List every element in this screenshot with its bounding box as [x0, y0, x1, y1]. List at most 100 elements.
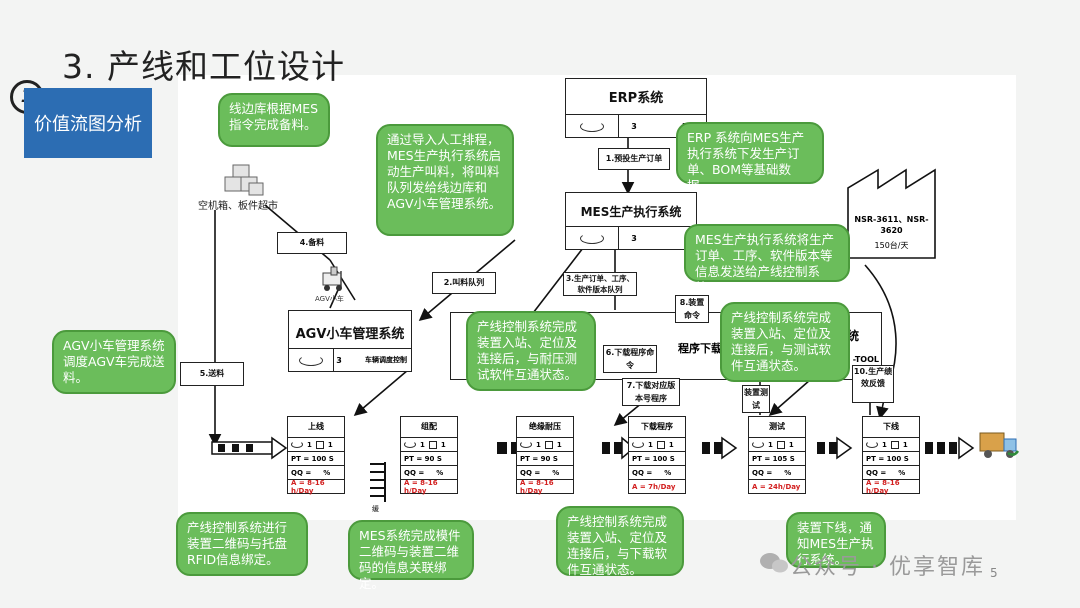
agv-label: 车辆调度控制 [365, 356, 407, 364]
process-qq: QQ = [632, 468, 653, 477]
process-pt: PT = 100 S [863, 452, 919, 466]
process-availability: A = 7h/Day [632, 482, 676, 491]
buffer-rack [370, 462, 386, 502]
process-q1: 1 [648, 440, 653, 449]
process-qq: QQ = [520, 468, 541, 477]
step9-label: 装置测试 [742, 385, 770, 413]
operator-icon [752, 441, 764, 448]
erp-qty: 3 [631, 121, 637, 131]
square-icon [890, 440, 899, 449]
step10-label: 10.生产绩效反馈 [852, 365, 894, 403]
callout-rfid-binding: 产线控制系统进行装置二维码与托盘RFID信息绑定。 [176, 512, 308, 576]
callout-insulation-test: 产线控制系统完成装置入站、定位及连接后，与耐压测试软件互通状态。 [466, 311, 596, 391]
mes-qty: 3 [631, 233, 637, 243]
mes-info-row: 3 [566, 226, 696, 249]
factory-icon [847, 168, 936, 259]
process-pct: % [664, 468, 672, 477]
process-q1: 1 [882, 440, 887, 449]
process-name: 上线 [288, 417, 344, 438]
operator-icon [404, 441, 416, 448]
process-pct: % [784, 468, 792, 477]
callout-stock-prep: 线边库根据MES指令完成备料。 [218, 93, 330, 147]
mes-title: MES生产执行系统 [580, 205, 682, 219]
process-qq: QQ = [404, 468, 425, 477]
operator-icon [520, 441, 532, 448]
wechat-icon [760, 553, 788, 573]
page-number: 5 [990, 566, 998, 580]
process-qq-row: QQ =% [629, 466, 685, 480]
agv-qty: 3 [336, 355, 342, 365]
process-availability: A = 24h/Day [752, 482, 801, 491]
warehouse-label: 空机箱、板件超市 [198, 201, 278, 212]
callout-agv-delivery: AGV小车管理系统调度AGV车完成送料。 [52, 330, 176, 394]
supplier-rate: 150台/天 [874, 241, 909, 250]
process-qq-row: QQ =% [517, 466, 573, 480]
shipping-truck-icon [979, 432, 1020, 458]
agv-title: AGV小车管理系统 [295, 327, 405, 342]
buffer-label: 缓 [372, 505, 379, 513]
process-q2: 1 [788, 440, 794, 449]
agv-car-label: AGV小车 [315, 295, 344, 303]
operator-icon [291, 441, 303, 448]
callout-mes-info: MES生产执行系统将生产订单、工序、软件版本等信息发送给产线控制系统。 [684, 224, 850, 295]
process-qq-row: QQ =% [863, 466, 919, 480]
process-qq-row: QQ =% [288, 466, 344, 480]
process-pt: PT = 90 S [517, 452, 573, 466]
process-availability: A = 8-16 h/Day [520, 478, 554, 495]
process-name: 下载程序 [629, 417, 685, 438]
operator-icon [632, 441, 644, 448]
program-download-label: 程序下载 [678, 342, 722, 355]
process-pt: PT = 90 S [401, 452, 457, 466]
process-q1: 1 [536, 440, 541, 449]
agv-info-row: 3 车辆调度控制 [289, 348, 411, 371]
process-availability: A = 8-16 h/Day [291, 478, 325, 495]
callout-qr-binding: MES系统完成模件二维码与装置二维码的信息关联绑定。 [348, 520, 474, 591]
callout-test-sync: 产线控制系统完成装置入站、定位及连接后，与测试软件互通状态。 [720, 302, 850, 382]
warehouse-icon [224, 164, 264, 196]
line-control-label: -TOOL [852, 355, 879, 364]
step4-label: 4.备料 [277, 232, 347, 254]
process-pct: % [898, 468, 906, 477]
process-qq-row: QQ =% [401, 466, 457, 480]
step1-label: 1.预投生产订单 [598, 148, 670, 170]
step5-label: 5.送料 [180, 362, 244, 386]
process-name: 组配 [401, 417, 457, 438]
square-icon [656, 440, 665, 449]
mes-system-box: MES生产执行系统 3 [565, 192, 697, 250]
square-icon [544, 440, 553, 449]
process-qq-row: QQ =% [749, 466, 805, 480]
operator-icon [580, 120, 604, 132]
callout-line-off: 装置下线，通知MES生产执行系统。 [786, 512, 886, 568]
watermark: 公众号 · 优享智库 [790, 555, 985, 580]
step2-label: 2.叫料队列 [432, 272, 496, 294]
process-qq: QQ = [866, 468, 887, 477]
process-pt: PT = 105 S [749, 452, 805, 466]
process-q2: 1 [440, 440, 446, 449]
square-icon [776, 440, 785, 449]
process-qq: QQ = [752, 468, 773, 477]
page-title: 3. 产线和工位设计 [62, 47, 345, 86]
square-icon [315, 440, 324, 449]
supplier-name: NSR-3611、NSR-3620 [854, 215, 929, 235]
process-pt: PT = 100 S [288, 452, 344, 466]
process-qq: QQ = [291, 468, 312, 477]
process-name: 测试 [749, 417, 805, 438]
process-pt: PT = 100 S [629, 452, 685, 466]
operator-icon [299, 354, 323, 366]
process-availability: A = 8-16 h/Day [866, 478, 900, 495]
process-name: 下线 [863, 417, 919, 438]
process-pct: % [323, 468, 331, 477]
process-pct: % [436, 468, 444, 477]
